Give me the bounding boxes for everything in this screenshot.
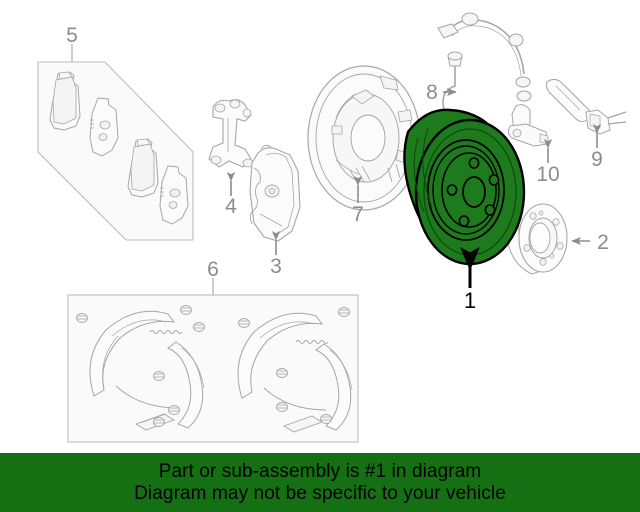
callout-group-5[interactable]: 5 — [37, 24, 194, 241]
abs-sensor-bracket — [507, 104, 549, 147]
callout-group-9[interactable]: 9 — [545, 78, 627, 171]
disclaimer-banner: Part or sub-assembly is #1 in diagram Di… — [0, 453, 640, 512]
callout-label-7: 7 — [352, 203, 364, 226]
callout-group-1[interactable]: 1 — [403, 108, 526, 313]
brake-rotor-disc — [403, 108, 526, 266]
callout-group-3[interactable]: 3 — [249, 144, 301, 278]
banner-line-2: Diagram may not be specific to your vehi… — [134, 482, 506, 504]
callout-label-6: 6 — [207, 258, 219, 281]
callout-label-3: 3 — [270, 255, 282, 278]
wheel-hub-flange — [506, 203, 568, 275]
brake-caliper — [249, 144, 301, 242]
callout-label-9: 9 — [591, 148, 603, 171]
callout-group-4[interactable]: 4 — [208, 99, 254, 218]
shoe-set-left — [76, 305, 205, 431]
brake-backing-plate — [307, 65, 421, 211]
callout-label-2: 2 — [597, 231, 609, 254]
shoe-set-right — [237, 307, 353, 433]
callout-label-5: 5 — [66, 24, 78, 47]
callout-group-10[interactable]: 10 — [507, 104, 560, 186]
callout-group-2[interactable]: 2 — [506, 203, 609, 275]
callout-label-10: 10 — [536, 163, 559, 186]
callout-group-7[interactable]: 7 — [307, 65, 421, 226]
parts-diagram-image: 5 — [37, 12, 627, 443]
callout-label-8: 8 — [426, 81, 438, 104]
callout-label-4: 4 — [225, 195, 237, 218]
banner-line-1: Part or sub-assembly is #1 in diagram — [158, 461, 482, 483]
caliper-bracket — [208, 99, 254, 168]
callout-label-1: 1 — [464, 288, 476, 313]
callout-group-6[interactable]: 6 — [67, 258, 359, 443]
abs-wheel-speed-sensor — [545, 78, 627, 135]
